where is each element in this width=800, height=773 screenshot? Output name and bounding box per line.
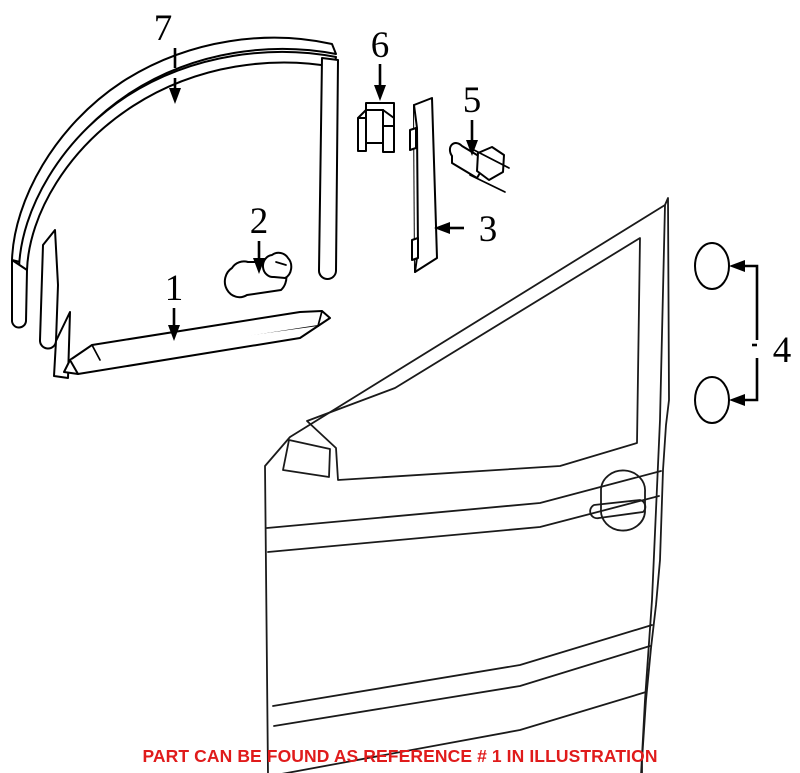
part-retainer-clip	[357, 102, 395, 153]
callout-leader-5	[466, 120, 478, 156]
callout-number-3: 3	[479, 209, 498, 250]
door-shell	[264, 197, 670, 773]
door-mirror-sail-triangle	[282, 439, 331, 478]
door-handle	[589, 469, 647, 532]
part-window-frame-trim	[11, 36, 339, 379]
callout-number-4: 4	[773, 330, 792, 371]
end-cap-boss	[261, 251, 293, 279]
belt-molding-lower-edge	[69, 325, 319, 375]
grommet-plug-lower	[694, 376, 730, 424]
frame-rail-inner	[18, 50, 337, 271]
belt-molding-end-bevel	[91, 344, 101, 361]
callout-number-6: 6	[371, 25, 390, 66]
clip-leg-front	[357, 117, 367, 152]
clip-body-left	[365, 109, 384, 144]
part-grommet-plugs	[694, 242, 730, 424]
callout-number-1: 1	[165, 268, 184, 309]
applique-clip-tab-upper	[409, 127, 417, 151]
part-belt-molding	[63, 310, 331, 375]
callout-leader-1	[168, 308, 180, 341]
callout-number-5: 5	[463, 80, 482, 121]
frame-front-leg	[11, 259, 28, 329]
callout-leader-7	[169, 48, 181, 104]
callout-number-2: 2	[250, 201, 269, 242]
frame-rear-leg	[318, 57, 339, 280]
door-handle-grip	[589, 499, 647, 520]
callout-number-7: 7	[154, 8, 173, 49]
door-lower-crease-upper	[272, 624, 653, 707]
applique-face	[413, 97, 438, 273]
grommet-plug-upper	[694, 242, 730, 290]
callout-leader-3	[434, 222, 464, 234]
bolt-flange-line-top	[473, 149, 510, 169]
frame-division-leg-upper	[39, 229, 59, 350]
door-beltline-crease-upper	[266, 470, 662, 529]
door-window-opening	[306, 237, 641, 481]
door-lower-crease-lower	[273, 645, 651, 727]
footer-reference-note: PART CAN BE FOUND AS REFERENCE # 1 IN IL…	[142, 746, 658, 766]
applique-clip-tab-lower	[411, 237, 419, 261]
callout-leader-4	[729, 260, 759, 406]
clip-leg-rear	[382, 125, 395, 153]
callout-leader-2	[253, 241, 265, 274]
callout-leader-6	[374, 64, 386, 101]
door-handle-bezel	[600, 469, 646, 532]
part-retainer-end-cap	[223, 251, 293, 299]
door-rear-edge-line	[640, 204, 666, 773]
part-pillar-applique	[409, 97, 438, 273]
belt-molding-tip-bevel	[317, 310, 323, 327]
bolt-flange-line-bottom	[469, 174, 506, 193]
part-hex-bolt	[448, 142, 510, 193]
belt-molding-face	[63, 310, 331, 375]
frame-division-leg-mid	[53, 311, 71, 379]
door-beltline-crease-lower	[267, 495, 660, 553]
end-cap-boss-detail	[275, 261, 287, 266]
door-rocker-crease	[281, 691, 647, 773]
